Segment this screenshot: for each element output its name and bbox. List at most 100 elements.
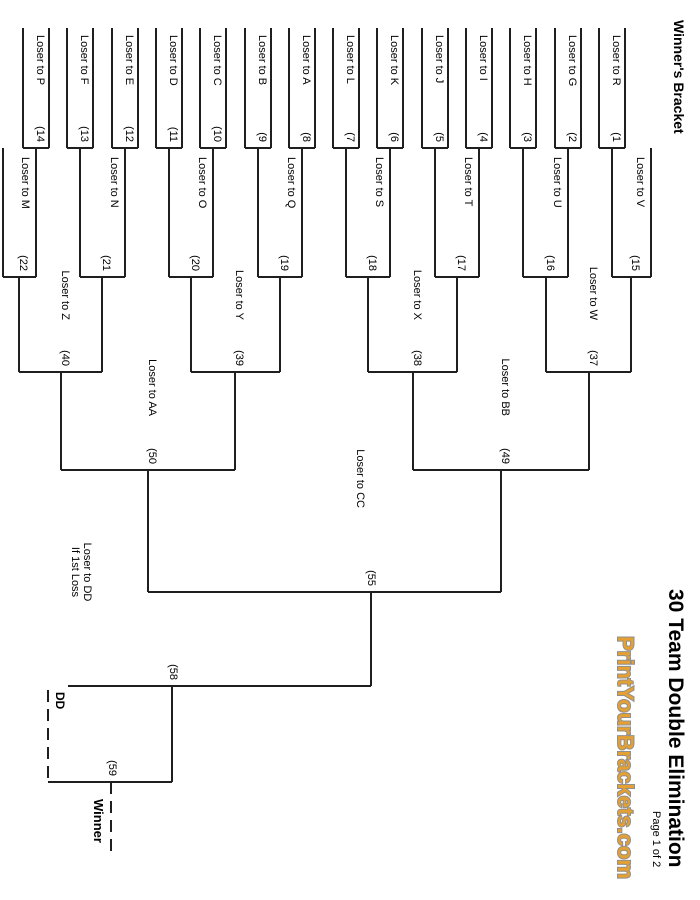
bye-line-bottom	[2, 148, 4, 277]
game-7-loser-label: Loser to L	[344, 35, 357, 84]
game-7-number: (7	[344, 132, 357, 142]
game-58-note-line1: Loser to DD	[81, 542, 93, 602]
game-39-loser-label: Loser to Y	[233, 270, 246, 320]
game-58-note: Loser to DD If 1st Loss	[69, 540, 93, 604]
game-2-loser-label: Loser to G	[565, 35, 578, 87]
game-50-number: (50	[146, 448, 159, 464]
game-1-winner-line	[611, 148, 613, 277]
game-11-team-line-bottom	[154, 28, 157, 148]
game-8-loser-label: Loser to A	[299, 35, 312, 85]
game-15-number: (15	[629, 255, 642, 271]
game-4-winner-line	[478, 148, 481, 277]
game-40-winner-line	[59, 372, 62, 470]
dd-advance-line	[47, 690, 49, 782]
game-8-winner-line	[300, 148, 303, 277]
game-37-loser-label: Loser to W	[586, 266, 599, 320]
champion-line	[110, 782, 112, 858]
game-37-number: (37	[586, 350, 599, 366]
game-5-team-line-top	[446, 28, 449, 148]
website-wordmark: PrintYourBrackets.com	[612, 635, 639, 880]
game-14-team-line-top	[47, 28, 50, 148]
game-55-number: (55	[365, 570, 377, 586]
game-13-number: (13	[78, 126, 91, 142]
game-9-number: (9	[255, 132, 268, 142]
game-16-number: (16	[543, 255, 556, 271]
game-8-team-line-bottom	[287, 28, 290, 148]
game-12-number: (12	[122, 126, 135, 142]
game-38-winner-line	[411, 372, 414, 470]
game-1-team-line-top	[624, 28, 626, 148]
game-14-team-line-bottom	[21, 28, 24, 148]
game-22-loser-label: Loser to M	[18, 157, 31, 209]
game-15-loser-label: Loser to V	[634, 157, 646, 208]
game-20-loser-label: Loser to O	[196, 157, 209, 209]
game-17-winner-line	[455, 277, 458, 372]
page-number: Page 1 of 2	[650, 811, 662, 868]
game-9-team-line-top	[269, 28, 272, 148]
game-15-winner-line	[630, 277, 633, 372]
game-49-winner-line	[499, 470, 502, 592]
game-6-team-line-top	[402, 28, 405, 148]
game-5-team-line-bottom	[420, 28, 423, 148]
game-10-winner-line	[212, 148, 215, 277]
game-14-loser-label: Loser to P	[33, 35, 46, 86]
game-22-number: (22	[17, 255, 30, 271]
dd-label: DD	[53, 692, 67, 710]
game-6-number: (6	[388, 132, 401, 142]
bye-line-top	[650, 148, 652, 277]
game-12-winner-line	[123, 148, 126, 277]
game-19-number: (19	[277, 255, 290, 271]
game-37-winner-line	[587, 372, 590, 470]
game-12-team-line-bottom	[110, 28, 113, 148]
game-5-loser-label: Loser to J	[432, 35, 445, 84]
game-18-winner-line	[367, 277, 370, 372]
game-38-loser-label: Loser to X	[410, 269, 423, 320]
game-11-team-line-top	[180, 28, 183, 148]
game-21-winner-line	[101, 277, 104, 372]
game-20-number: (20	[189, 255, 202, 271]
game-49-loser-label: Loser to BB	[498, 358, 511, 416]
game-6-team-line-bottom	[376, 28, 379, 148]
game-55-junction-line	[148, 591, 501, 593]
game-58-winner-line	[171, 686, 173, 782]
game-7-team-line-bottom	[332, 28, 335, 148]
game-5-number: (5	[432, 132, 445, 142]
game-3-loser-label: Loser to H	[521, 35, 534, 86]
game-9-winner-line	[256, 148, 259, 277]
game-1-loser-label: Loser to R	[610, 35, 622, 86]
game-9-team-line-bottom	[243, 28, 246, 148]
game-58-note-line2: If 1st Loss	[69, 546, 81, 598]
game-6-loser-label: Loser to K	[388, 35, 401, 86]
game-12-team-line-top	[136, 28, 139, 148]
game-16-winner-line	[544, 277, 547, 372]
game-4-team-line-top	[491, 28, 494, 148]
game-3-winner-line	[522, 148, 525, 277]
game-1-team-line-bottom	[598, 28, 600, 148]
game-19-loser-label: Loser to Q	[284, 157, 297, 209]
game-16-loser-label: Loser to U	[550, 157, 563, 208]
game-10-loser-label: Loser to C	[211, 35, 224, 86]
game-7-team-line-top	[358, 28, 361, 148]
game-22-winner-line	[18, 277, 21, 372]
game-8-number: (8	[299, 132, 312, 142]
game-14-number: (14	[33, 126, 46, 142]
game-13-team-line-bottom	[66, 28, 69, 148]
game-1-number: (1	[610, 132, 622, 142]
game-17-loser-label: Loser to T	[462, 157, 475, 207]
game-12-loser-label: Loser to E	[122, 35, 135, 86]
game-39-number: (39	[233, 350, 246, 366]
game-58-number: (58	[167, 664, 179, 680]
game-2-winner-line	[566, 148, 569, 277]
game-13-team-line-top	[92, 28, 95, 148]
game-10-team-line-bottom	[199, 28, 202, 148]
game-4-number: (4	[477, 132, 490, 142]
game-7-winner-line	[345, 148, 348, 277]
game-2-team-line-bottom	[553, 28, 556, 148]
game-3-team-line-bottom	[509, 28, 512, 148]
winner-label: Winner	[91, 799, 106, 843]
game-11-number: (11	[166, 126, 179, 142]
game-55-loser-label: Loser to CC	[354, 449, 366, 508]
game-21-number: (21	[100, 255, 113, 271]
